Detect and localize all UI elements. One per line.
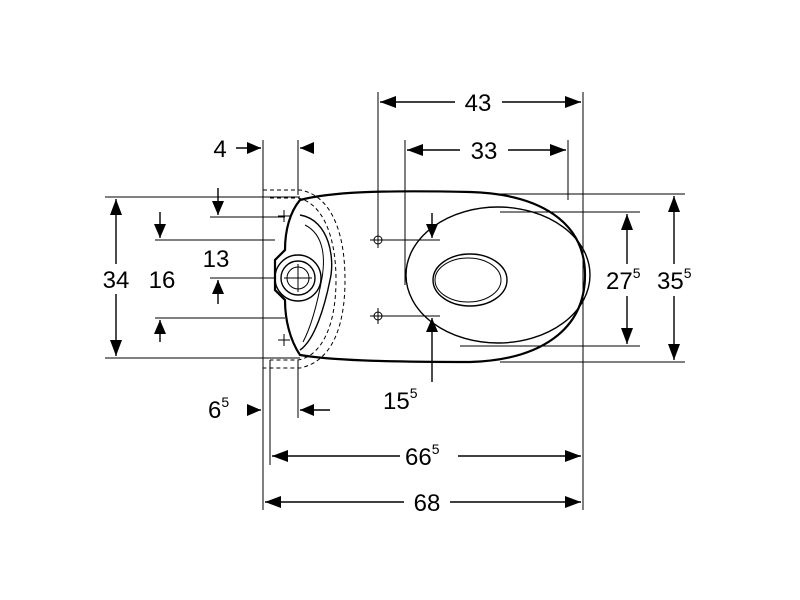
rear-fixing-mark-top (278, 210, 290, 222)
dim-4-label: 4 (213, 136, 226, 163)
dim-66-5-label: 665 (405, 441, 440, 471)
dim-68: 68 (265, 490, 581, 517)
rear-lobe (299, 214, 333, 351)
dim-43: 43 (380, 90, 581, 117)
dim-33: 33 (407, 138, 566, 165)
dim-4: 4 (213, 136, 314, 163)
rear-fixing-mark-bottom (278, 334, 290, 346)
bowl-rim (405, 206, 591, 344)
dim-68-label: 68 (414, 490, 441, 517)
dim-34-label: 34 (103, 267, 130, 294)
dim-13-label: 13 (203, 246, 230, 273)
dim-16: 16 (149, 212, 176, 342)
dim-13: 13 (203, 188, 230, 304)
bowl-opening-inner (434, 257, 502, 303)
rear-lobe-inner (302, 224, 324, 343)
extension-lines (105, 92, 685, 510)
frame-dashed-outline-inner (270, 197, 337, 361)
dim-15-5: 155 (383, 213, 438, 415)
dim-66-5: 665 (272, 441, 581, 471)
dim-27-5-label: 275 (606, 265, 641, 295)
toilet-outline (262, 189, 591, 369)
dim-16-label: 16 (149, 267, 176, 294)
dim-34-label-bg (96, 264, 136, 294)
dim-6-5-label: 65 (208, 394, 229, 424)
toilet-body (273, 190, 587, 364)
outlet-pipe-mid (280, 260, 316, 296)
dim-43-label: 43 (465, 90, 492, 117)
dim-33-label: 33 (471, 138, 498, 165)
bowl-opening (432, 253, 508, 307)
dim-6-5: 65 (208, 394, 330, 424)
dim-15-5-label: 155 (383, 385, 418, 415)
frame-dashed-outline (262, 189, 346, 369)
dim-35-5: 355 (657, 196, 692, 360)
dim-35-5-label: 355 (657, 265, 692, 295)
dim-27-5: 275 (606, 214, 641, 344)
dim-34: 34 (96, 199, 136, 356)
